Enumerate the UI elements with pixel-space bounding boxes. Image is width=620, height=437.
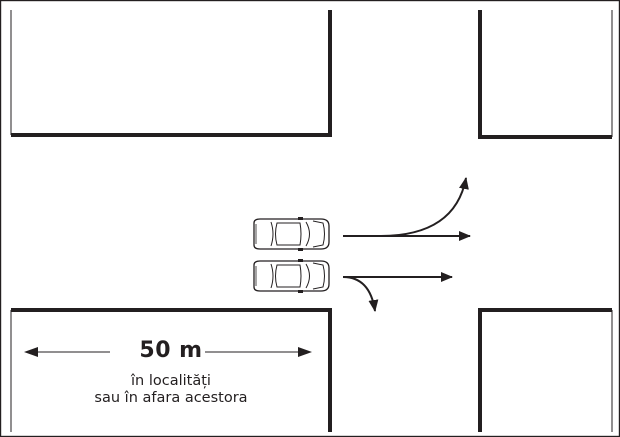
distance-note-line1: în localități (131, 373, 211, 389)
left-turn-arrow-icon (379, 177, 469, 237)
curb-top-left (11, 10, 332, 137)
curb-bottom-right (478, 308, 612, 432)
distance-value: 50 m (139, 338, 203, 363)
right-turn-arrow-icon (342, 276, 379, 312)
curb-bottom-left (11, 308, 332, 432)
distance-arrowhead-left (24, 347, 38, 357)
car-icon (253, 258, 330, 294)
curb-top-right (478, 10, 612, 139)
distance-arrowhead-right (298, 347, 312, 357)
distance-note-line2: sau în afara acestora (94, 390, 248, 406)
car-icon (253, 216, 330, 252)
